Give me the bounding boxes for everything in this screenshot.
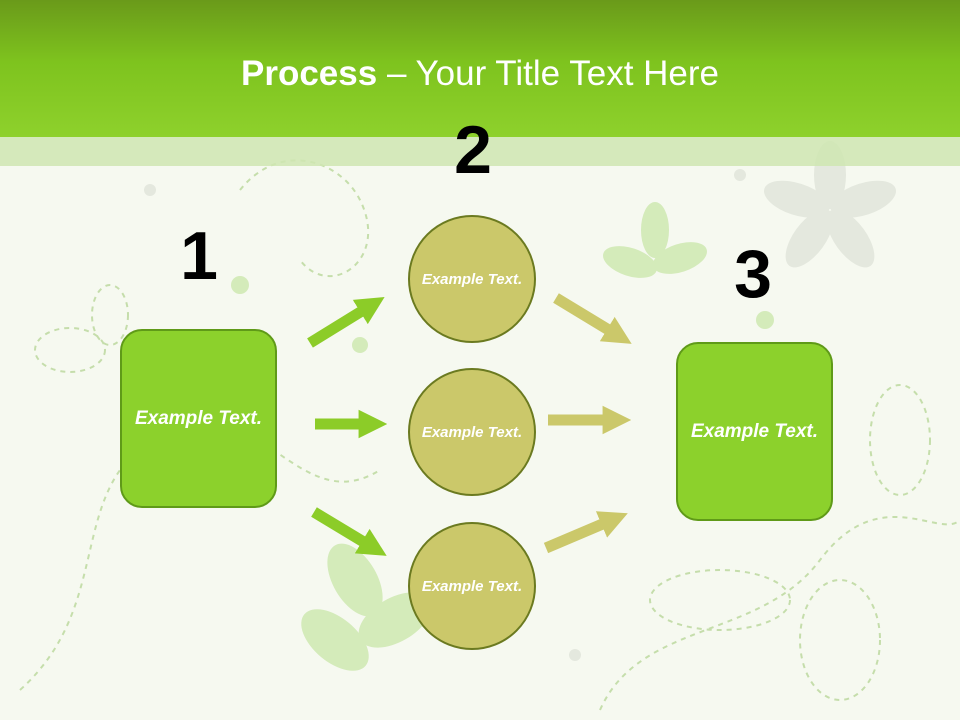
step-number-2: 2	[454, 112, 492, 188]
step-1-box: Example Text.	[120, 329, 277, 508]
title-strong: Process	[241, 54, 378, 93]
header-stripe	[0, 137, 960, 166]
step-2-circle-top: Example Text.	[408, 215, 536, 343]
circle-middle-text: Example Text.	[421, 423, 523, 441]
arrow-bottom-to-right	[543, 511, 628, 554]
step-3-box: Example Text.	[676, 342, 833, 521]
step-number-1: 1	[180, 218, 218, 294]
step-1-box-text: Example Text.	[134, 408, 263, 429]
circle-top-text: Example Text.	[421, 270, 523, 288]
header-band	[0, 0, 960, 137]
arrow-left-to-bottom	[311, 507, 387, 556]
title-rest: – Your Title Text Here	[377, 54, 719, 93]
step-2-circle-middle: Example Text.	[408, 368, 536, 496]
step-number-3: 3	[734, 236, 772, 312]
circle-bottom-text: Example Text.	[421, 577, 523, 595]
slide-title: Process – Your Title Text Here	[0, 52, 960, 96]
step-2-circle-bottom: Example Text.	[408, 522, 536, 650]
step-3-box-text: Example Text.	[690, 421, 819, 442]
arrow-left-to-top	[307, 296, 385, 348]
arrow-top-to-right	[553, 293, 632, 344]
